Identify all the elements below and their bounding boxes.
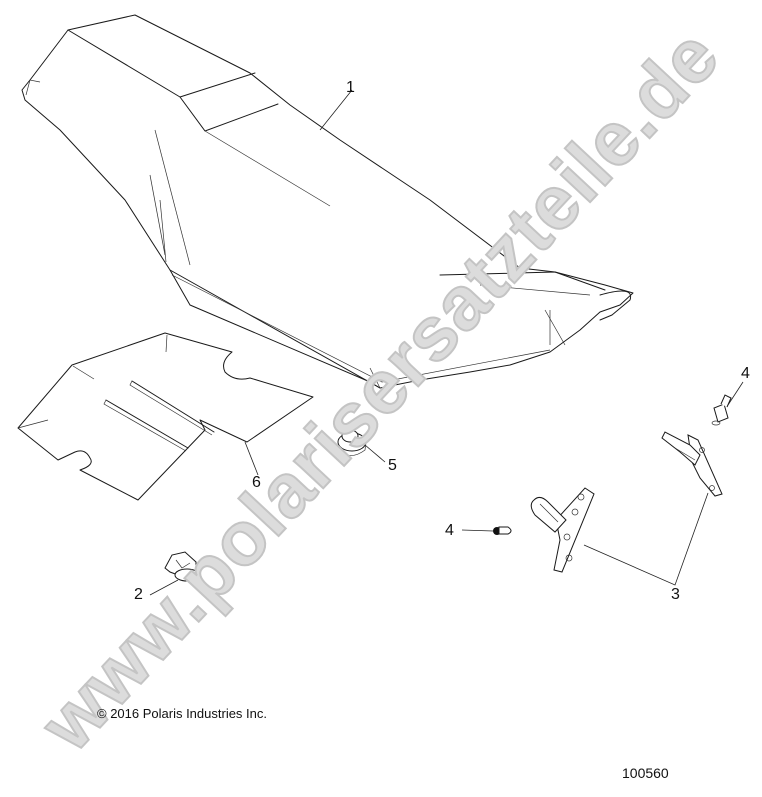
- callout-3: 3: [671, 586, 680, 603]
- seat-part: [21, 14, 634, 389]
- latch-part: [164, 551, 200, 582]
- callout-2: 2: [134, 586, 143, 603]
- insulation-pad-part: [17, 332, 314, 501]
- document-number: 100560: [622, 765, 669, 781]
- callout-4-right: 4: [741, 365, 750, 382]
- bracket-right-part: [661, 431, 723, 497]
- grommet-part: [337, 429, 367, 456]
- bracket-left-part: [530, 487, 595, 573]
- callout-1: 1: [346, 79, 355, 96]
- callout-4-left: 4: [445, 522, 454, 539]
- callout-5: 5: [388, 457, 397, 474]
- rivet-left-part: [493, 526, 512, 535]
- callout-6: 6: [252, 474, 261, 491]
- copyright-text: © 2016 Polaris Industries Inc.: [97, 706, 267, 721]
- rivet-right-part: [711, 394, 732, 426]
